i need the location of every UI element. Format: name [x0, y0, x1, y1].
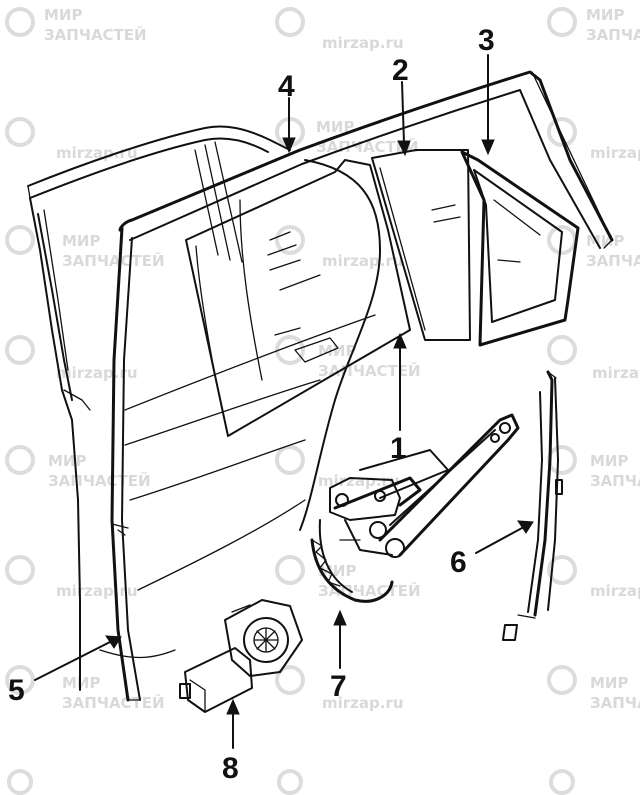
- watermark-logo: МИР ЗАПЧАСТЕЙ: [547, 6, 640, 44]
- svg-text:mirzap.ru: mirzap.ru: [322, 694, 404, 712]
- part-4-glass-run-channel: [110, 70, 614, 702]
- svg-text:mirzap.ru: mirzap.ru: [590, 144, 640, 162]
- svg-text:МИР: МИР: [48, 452, 86, 470]
- svg-text:МИР: МИР: [318, 342, 356, 360]
- watermark-logo: mirzap.ru: [275, 445, 400, 490]
- callout-4: 4: [278, 70, 295, 103]
- svg-text:mirzap.ru: mirzap.ru: [590, 582, 640, 600]
- watermark-logo: МИР ЗАПЧАСТЕЙ: [5, 6, 147, 44]
- svg-text:ЗАПЧАСТЕЙ: ЗАПЧАСТЕЙ: [586, 25, 640, 44]
- svg-text:mirzap.ru: mirzap.ru: [322, 34, 404, 52]
- watermark-logo: mirzap.ru: [547, 117, 640, 162]
- watermark-logo: mirzap.ru: [275, 665, 404, 712]
- watermark-logo: mirzap.ru: [547, 335, 640, 382]
- arrowhead-8: [226, 698, 240, 715]
- watermark-logo: МИР ЗАПЧАСТЕЙ: [5, 225, 165, 270]
- watermark-logo: [277, 769, 303, 795]
- svg-text:ЗАПЧАСТЕЙ: ЗАПЧАСТЕЙ: [590, 471, 640, 490]
- svg-text:МИР: МИР: [590, 452, 628, 470]
- svg-text:mirzap.ru: mirzap.ru: [56, 364, 138, 382]
- arrowhead-5: [105, 635, 122, 649]
- arrowhead-6: [517, 520, 534, 534]
- watermark-logo: МИР ЗАПЧАСТЕЙ: [275, 117, 419, 156]
- watermark-logo: mirzap.ru: [275, 7, 404, 52]
- svg-text:mirzap.ru: mirzap.ru: [318, 472, 400, 490]
- watermark-logo: mirzap.ru: [547, 555, 640, 600]
- watermark-logo: mirzap.ru: [5, 117, 138, 162]
- arrowhead-2: [397, 140, 411, 157]
- watermark-logo: МИР ЗАПЧАСТЕЙ: [275, 555, 421, 600]
- svg-text:ЗАПЧАСТЕЙ: ЗАПЧАСТЕЙ: [44, 25, 147, 44]
- watermark-logo: МИР ЗАПЧАСТЕЙ: [547, 445, 640, 490]
- callout-3: 3: [478, 24, 495, 57]
- svg-text:МИР: МИР: [62, 674, 100, 692]
- svg-text:ЗАПЧАСТЕЙ: ЗАПЧАСТЕЙ: [318, 361, 421, 380]
- svg-text:МИР: МИР: [586, 6, 624, 24]
- leader-line-5: [34, 641, 111, 681]
- svg-text:ЗАПЧАСТЕЙ: ЗАПЧАСТЕЙ: [316, 137, 419, 156]
- watermark-layer: МИР ЗАПЧАСТЕЙ mirzap.ru МИР ЗАПЧАСТЕЙ mi…: [5, 6, 640, 795]
- watermark-logo: МИР ЗАПЧАСТЕЙ: [5, 445, 151, 490]
- watermark-logo: МИР ЗАПЧАСТЕЙ: [5, 665, 165, 712]
- part-5-door-edge-seal: [117, 529, 126, 536]
- leader-line-6: [475, 527, 523, 554]
- callout-2: 2: [392, 54, 409, 87]
- svg-text:МИР: МИР: [316, 118, 354, 136]
- svg-text:МИР: МИР: [590, 674, 628, 692]
- door-body: [27, 125, 381, 691]
- svg-text:ЗАПЧАСТЕЙ: ЗАПЧАСТЕЙ: [590, 693, 640, 712]
- svg-text:ЗАПЧАСТЕЙ: ЗАПЧАСТЕЙ: [48, 471, 151, 490]
- part-2-quarter-glass: [371, 149, 471, 341]
- svg-text:МИР: МИР: [62, 232, 100, 250]
- part-3-quarter-seal: [460, 150, 580, 347]
- svg-text:mirzap.ru: mirzap.ru: [56, 144, 138, 162]
- svg-text:mirzap.ru: mirzap.ru: [322, 252, 404, 270]
- callout-5: 5: [8, 674, 25, 707]
- watermark-logo: mirzap.ru: [5, 335, 138, 382]
- svg-text:ЗАПЧАСТЕЙ: ЗАПЧАСТЕЙ: [586, 251, 640, 270]
- watermark-logo: mirzap.ru: [275, 225, 404, 270]
- svg-text:ЗАПЧАСТЕЙ: ЗАПЧАСТЕЙ: [62, 693, 165, 712]
- watermark-logo: mirzap.ru: [5, 555, 138, 600]
- watermark-logo: МИР ЗАПЧАСТЕЙ: [547, 665, 640, 712]
- callout-7: 7: [330, 670, 347, 703]
- part-8-regulator-motor: [179, 599, 303, 713]
- part-1-door-glass: [185, 159, 411, 437]
- leader-lines: [34, 54, 534, 749]
- svg-text:МИР: МИР: [586, 232, 624, 250]
- watermark-logo: [549, 769, 575, 795]
- watermark-logo: [7, 769, 33, 795]
- svg-text:МИР: МИР: [44, 6, 82, 24]
- callout-1: 1: [390, 432, 407, 465]
- arrowhead-1: [393, 332, 407, 349]
- arrowhead-7: [333, 609, 347, 626]
- callout-8: 8: [222, 752, 239, 785]
- svg-text:ЗАПЧАСТЕЙ: ЗАПЧАСТЕЙ: [62, 251, 165, 270]
- part-7-window-regulator: [310, 413, 520, 603]
- callout-labels: 4 2 3 1 6 7 8 5: [8, 24, 495, 785]
- svg-text:mirzap.ru: mirzap.ru: [592, 364, 640, 382]
- arrowhead-4: [282, 137, 296, 154]
- part-6-rear-channel: [502, 370, 563, 641]
- arrowhead-3: [481, 139, 495, 156]
- leader-line-2: [401, 81, 405, 144]
- callout-6: 6: [450, 546, 467, 579]
